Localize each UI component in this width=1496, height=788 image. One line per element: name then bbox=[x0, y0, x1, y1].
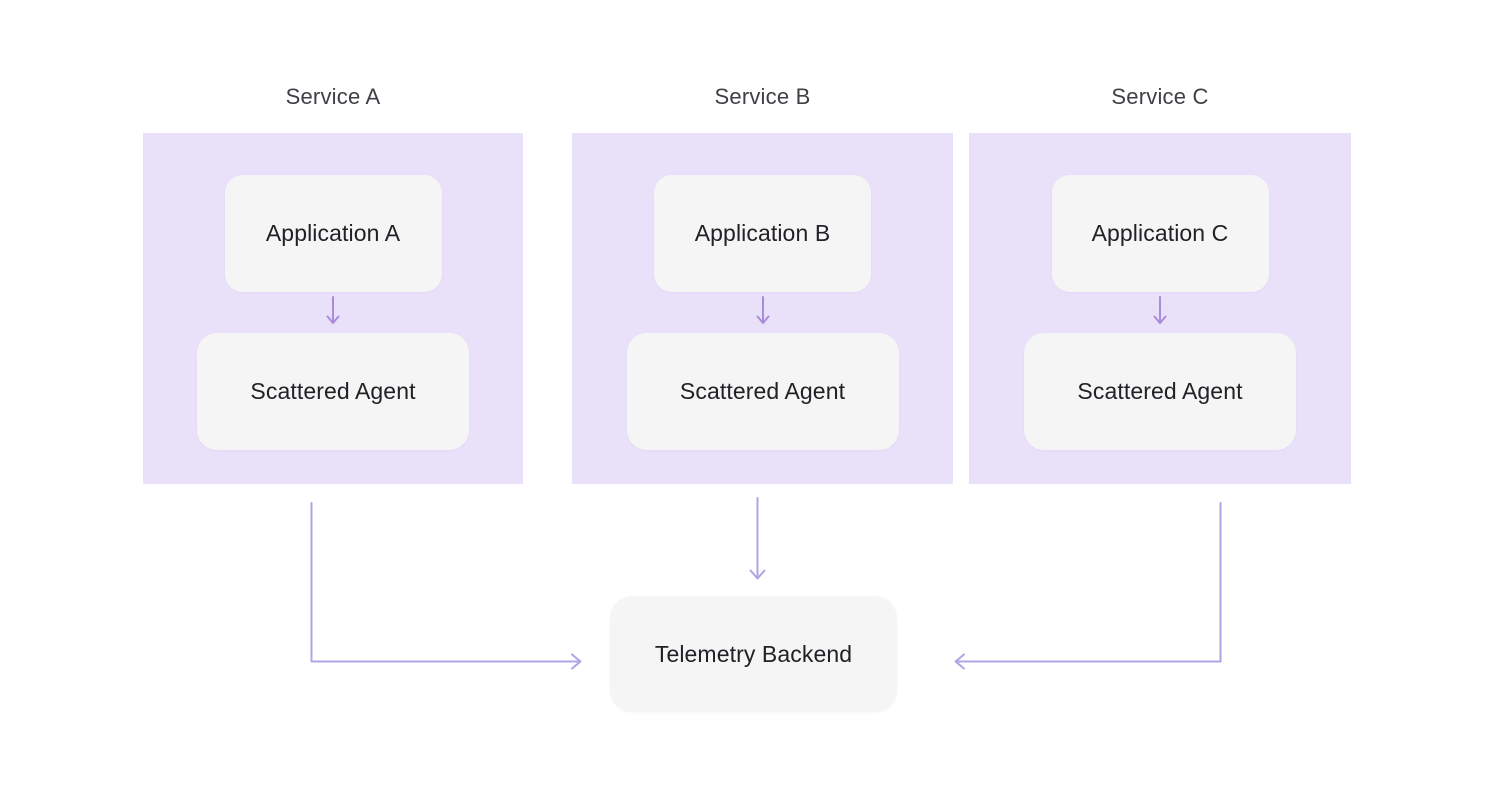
scattered-agent-b-node: Scattered Agent bbox=[626, 333, 899, 450]
telemetry-backend-node: Telemetry Backend bbox=[610, 596, 897, 712]
down-arrow-icon bbox=[756, 296, 769, 324]
down-arrow-icon bbox=[326, 296, 340, 324]
service-a-container: Application A Scattered Agent bbox=[143, 133, 523, 484]
service-c-down-arrow bbox=[1152, 292, 1168, 333]
service-b-group: Service B Application B Scattered Agent bbox=[572, 84, 953, 484]
down-arrow-icon bbox=[1153, 296, 1167, 324]
service-b-container: Application B Scattered Agent bbox=[572, 133, 953, 484]
scattered-agent-c-label: Scattered Agent bbox=[1077, 378, 1243, 404]
service-a-down-arrow bbox=[325, 292, 341, 333]
scattered-agent-c-node: Scattered Agent bbox=[1024, 333, 1296, 450]
application-b-label: Application B bbox=[694, 220, 831, 246]
scattered-agent-a-node: Scattered Agent bbox=[197, 333, 469, 450]
application-c-label: Application C bbox=[1091, 220, 1229, 246]
service-b-down-arrow bbox=[755, 292, 771, 333]
connector-b-path bbox=[749, 497, 766, 580]
application-a-node: Application A bbox=[224, 175, 442, 292]
application-b-node: Application B bbox=[654, 175, 871, 292]
application-c-node: Application C bbox=[1051, 175, 1269, 292]
service-c-title: Service C bbox=[1111, 84, 1209, 109]
service-a-group: Service A Application A Scattered Agent bbox=[143, 84, 523, 484]
connector-c-path bbox=[954, 502, 1222, 670]
service-b-title: Service B bbox=[714, 84, 811, 109]
service-c-group: Service C Application C Scattered Agent bbox=[969, 84, 1351, 484]
telemetry-backend-label: Telemetry Backend bbox=[654, 640, 853, 667]
application-a-label: Application A bbox=[265, 220, 401, 246]
scattered-agent-a-label: Scattered Agent bbox=[250, 378, 416, 404]
connector-a-path bbox=[310, 502, 582, 670]
service-a-title: Service A bbox=[285, 84, 381, 109]
service-c-container: Application C Scattered Agent bbox=[969, 133, 1351, 484]
scattered-agent-b-label: Scattered Agent bbox=[679, 378, 846, 404]
